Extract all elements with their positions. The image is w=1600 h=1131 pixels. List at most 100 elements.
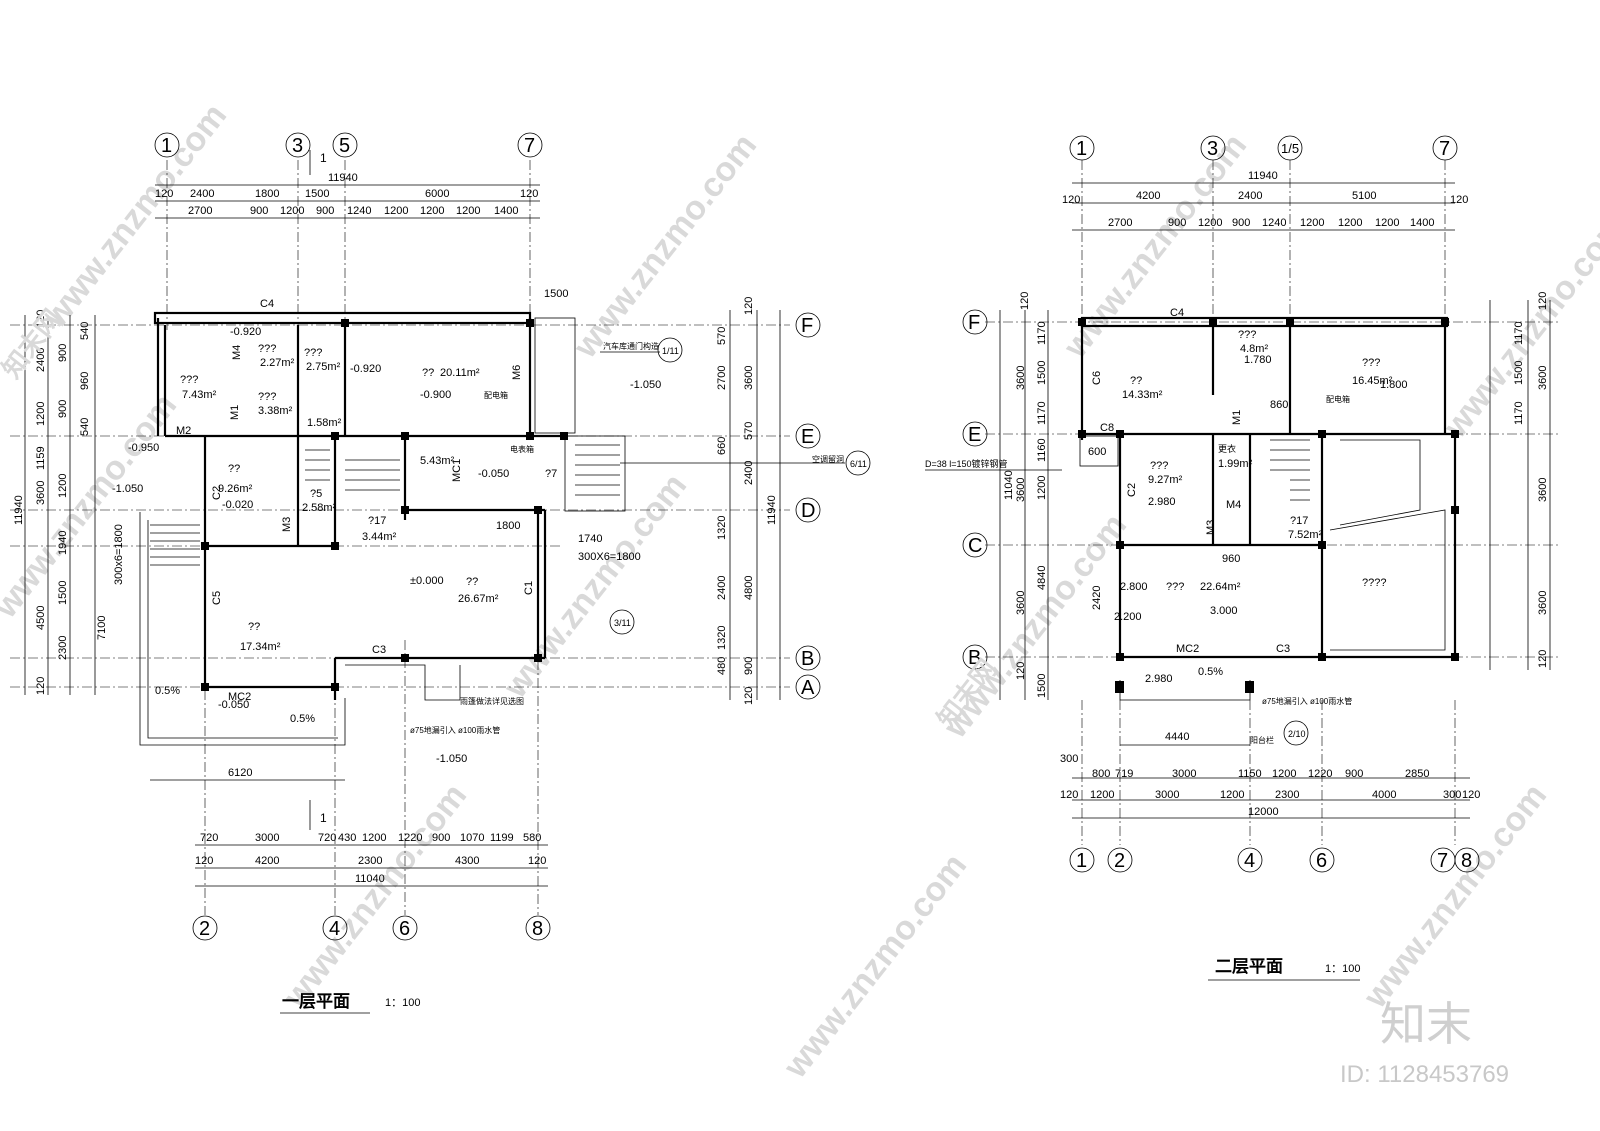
second-floor-plan: 1 3 1/5 7 1 2 4 6 7 8 F E — [925, 135, 1560, 981]
axis-label: 6 — [1316, 850, 1327, 872]
room-name: ??? — [1238, 329, 1256, 341]
detail-ref: 3/11 — [614, 618, 631, 628]
dimension-value: 2400 — [35, 348, 47, 372]
dimension-value: 4840 — [1036, 566, 1048, 590]
dimension-value: 540 — [79, 322, 91, 340]
dimension-value: 2700 — [716, 366, 728, 390]
axis-label: C — [968, 535, 982, 557]
dimension-value: 2300 — [358, 855, 382, 867]
dimension-value: 2300 — [57, 636, 69, 660]
elevation: 2.200 — [1114, 611, 1142, 623]
axis-label: F — [801, 315, 813, 337]
elevation-marks: -0.920 -0.920 -0.900 -1.050 -0.950 -1.05… — [112, 326, 661, 765]
axis-label: B — [801, 648, 814, 670]
dimension-value: 1500 — [1036, 674, 1048, 698]
note: 雨篷做法详见选图 — [460, 696, 524, 706]
dimension-value: 1220 — [1308, 768, 1332, 780]
dimension-value: 5100 — [1352, 190, 1376, 202]
stairs — [1270, 439, 1310, 501]
dimension-value: 1070 — [460, 832, 484, 844]
dimension-value: 1200 — [1375, 217, 1399, 229]
dimension-value: 580 — [523, 832, 541, 844]
elevation: 2.800 — [1120, 581, 1148, 593]
axis-bubbles-top: 1 3 1/5 7 — [1069, 135, 1458, 161]
dimension-value: 3600 — [1015, 478, 1027, 502]
room-area: 1.58m² — [307, 417, 342, 429]
dimension-value: 600 — [1088, 446, 1106, 458]
room-area: 22.64m² — [1200, 581, 1241, 593]
dimension-value: 1200 — [1272, 768, 1296, 780]
elevation: 2.980 — [1148, 496, 1176, 508]
axis-label: 7 — [1439, 138, 1450, 160]
axis-label: F — [968, 312, 980, 334]
room-area: 4.8m² — [1240, 343, 1268, 355]
room-name: ?? — [228, 463, 240, 475]
room-name: 更衣 — [1218, 443, 1236, 454]
axis-label: E — [801, 426, 814, 448]
dimension-total: 11040 — [1003, 470, 1015, 500]
dimension-value: 120 — [520, 188, 538, 200]
detail-ref: 1/11 — [662, 346, 679, 356]
dimension-value: 1240 — [1262, 217, 1286, 229]
columns — [201, 319, 568, 691]
room-name: ???? — [1362, 577, 1386, 589]
elevation: -0.920 — [350, 363, 381, 375]
room-area: 9.26m² — [218, 483, 253, 495]
note: 阳台栏 — [1250, 735, 1274, 745]
dimension-value: 719 — [1115, 768, 1133, 780]
axis-label: 2 — [199, 918, 210, 940]
dimension-value: 570 — [716, 327, 728, 345]
axis-bubbles-left: F E C B — [962, 309, 988, 670]
plan-scale: 1：100 — [1325, 963, 1360, 975]
window-label: C3 — [372, 644, 386, 656]
room-area: 14.33m² — [1122, 389, 1163, 401]
room-name: ??? — [180, 374, 198, 386]
dimension-value: 3600 — [1537, 591, 1549, 615]
window-label: C1 — [523, 581, 535, 595]
dimension-value: 2300 — [1275, 789, 1299, 801]
watermark-text: www.znzmo.com — [276, 777, 474, 1016]
dimension-value: 1400 — [1410, 217, 1434, 229]
dimension-value: 1200 — [456, 205, 480, 217]
dimension-value: 1170 — [1513, 401, 1525, 425]
dimension-value: 300 — [1060, 753, 1078, 765]
dimension-value: 1159 — [35, 446, 47, 470]
dimension-value: 1500 — [57, 581, 69, 605]
dimension-value: 900 — [57, 400, 69, 418]
elevation: -0.050 — [218, 699, 249, 711]
room-area: 7.43m² — [182, 389, 217, 401]
dimension-value: 900 — [316, 205, 334, 217]
axis-label: 3 — [292, 135, 303, 157]
room-labels: ?? 14.33m² ??? 4.8m² ??? 16.45m² ??? 9.2… — [1122, 329, 1393, 593]
dimension-value: 120 — [1062, 194, 1080, 206]
dimension-value: 4500 — [35, 606, 47, 630]
detail-ref: 2/10 — [1288, 729, 1306, 739]
dimension-value: 4200 — [1136, 190, 1160, 202]
dimension-value: 120 — [35, 310, 47, 328]
dimension-value: 4000 — [1372, 789, 1396, 801]
stair-dimension: 300x6=1800 — [113, 524, 125, 585]
dimension-value: 660 — [716, 437, 728, 455]
dimension-value: 3000 — [255, 832, 279, 844]
dimension-value: 1170 — [1036, 401, 1048, 425]
dimension-value: 120 — [1019, 292, 1031, 310]
drain-note: ø75地漏引入 ø100雨水管 — [1262, 696, 1352, 706]
dimension-value: 480 — [716, 657, 728, 675]
door-label: M6 — [511, 365, 523, 380]
door-label: M4 — [231, 345, 243, 360]
dimension-value: 1200 — [1338, 217, 1362, 229]
ground-floor-plan: 1 3 5 7 2 4 6 8 F E D B — [10, 132, 871, 1014]
room-name: ??? — [258, 391, 276, 403]
window-label: C5 — [211, 591, 223, 605]
dimension-value: 900 — [57, 344, 69, 362]
dimension-value: 2400 — [190, 188, 214, 200]
dimension-value: 1800 — [496, 520, 520, 532]
room-name: ??? — [258, 343, 276, 355]
dimension-total: 11940 — [328, 172, 358, 184]
plan-title: 一层平面 — [282, 992, 350, 1012]
room-name: ??? — [304, 347, 322, 359]
dimension-value: 900 — [1345, 768, 1363, 780]
section-mark: 1 — [320, 811, 327, 825]
plan-title-block: 二层平面 1：100 — [1208, 957, 1360, 981]
dimension-value: 1150 — [1238, 768, 1262, 780]
